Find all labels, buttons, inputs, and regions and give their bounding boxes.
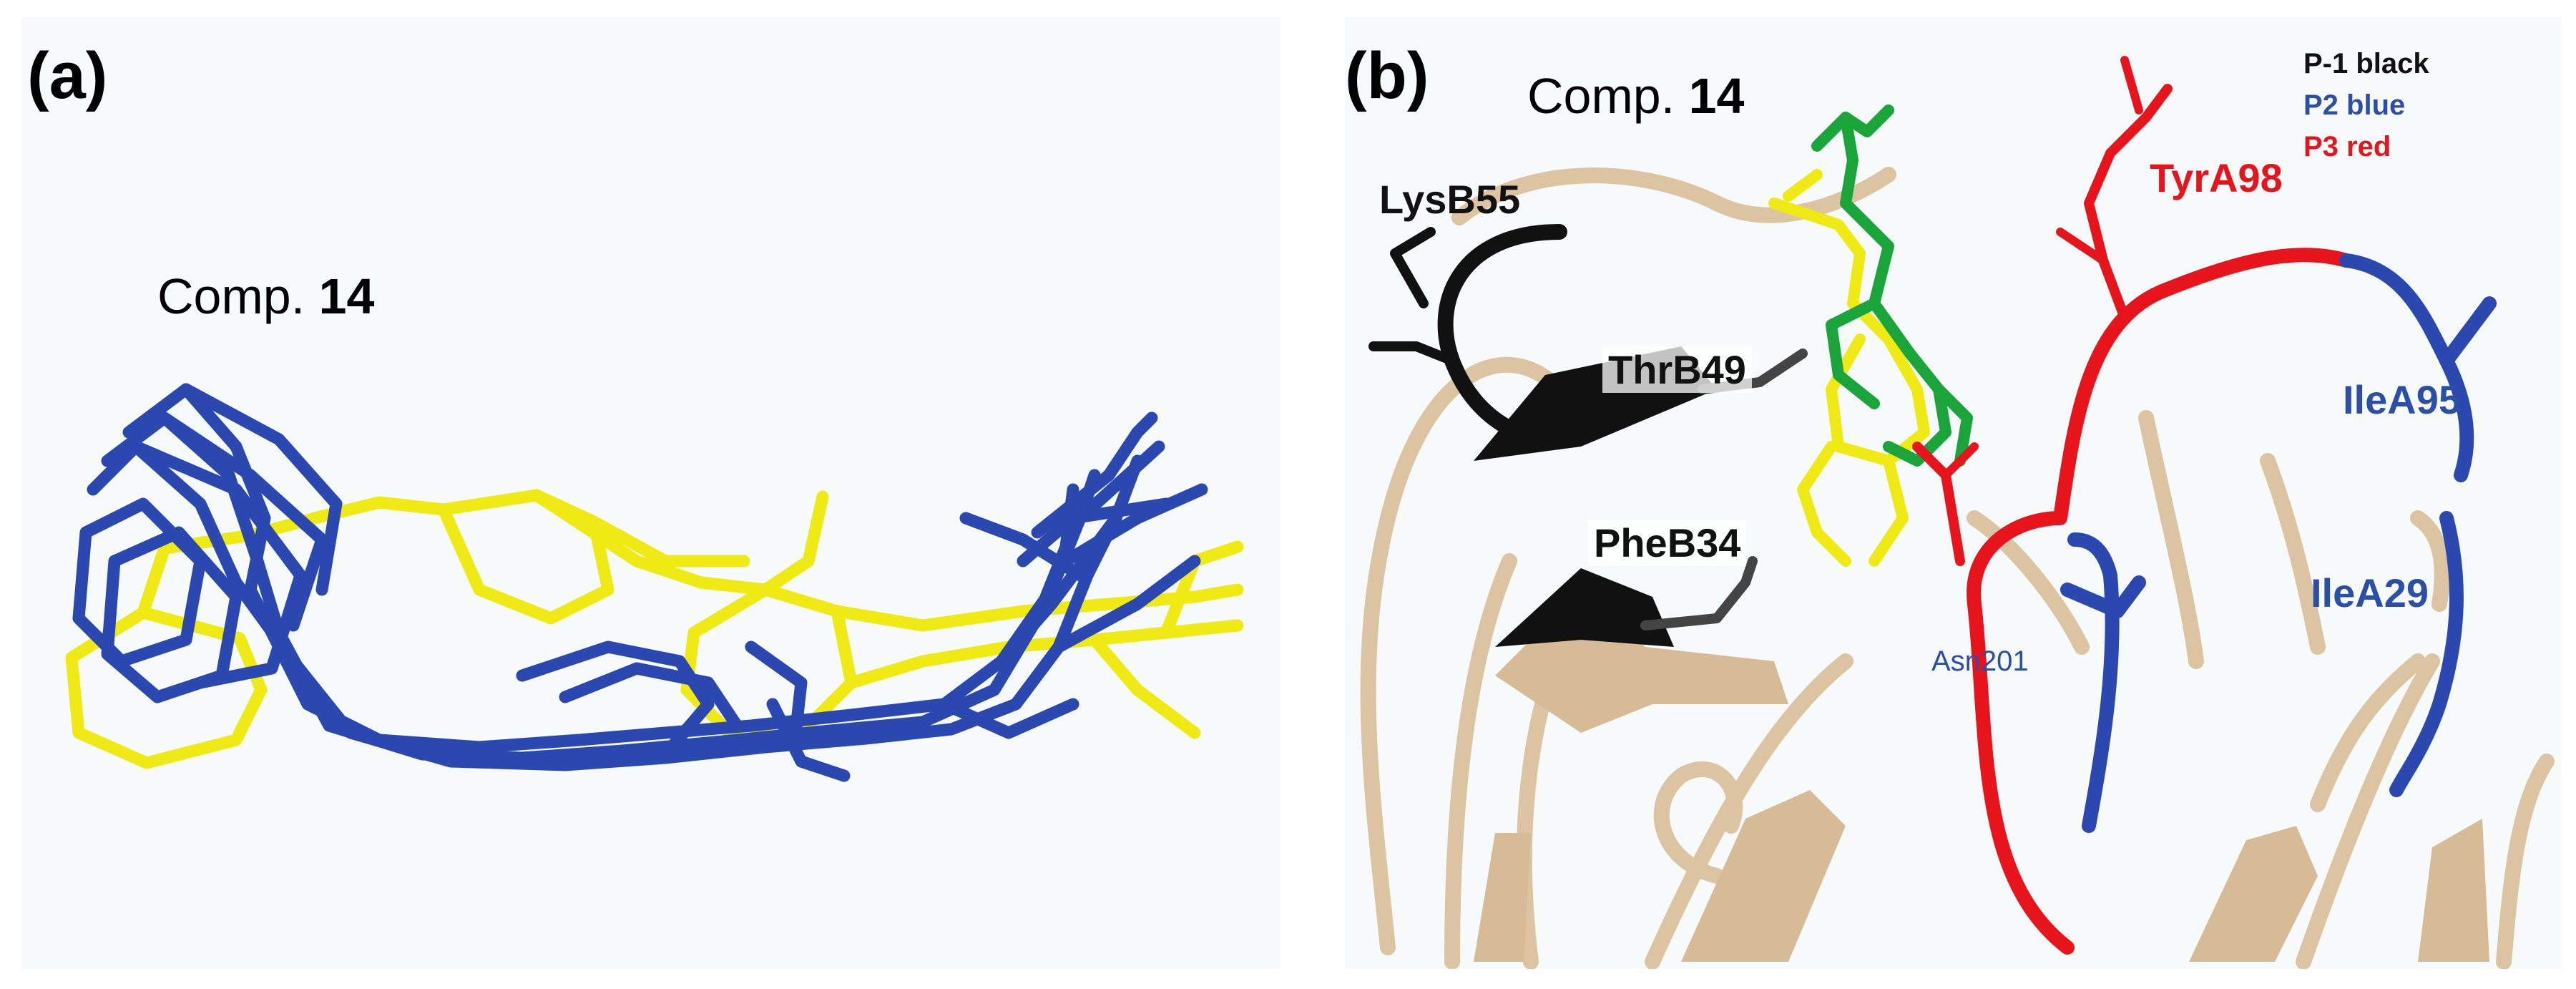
ligand-green (1811, 104, 1973, 467)
protein-ribbon-tan (1360, 167, 2555, 969)
compound-number: 14 (1688, 68, 1745, 124)
compound-prefix: Comp. (157, 268, 305, 324)
residue-label-ilea95: IleA95 (2343, 377, 2461, 422)
blue-ligand-cluster (72, 383, 1208, 782)
panel-b: (b) Comp. 14 P-1 black P2 blue P3 red Ly… (1345, 17, 2561, 969)
legend-p1: P-1 black (2303, 48, 2429, 79)
ligand-overlay-illustration (65, 383, 1244, 782)
panel-a-label: (a) (27, 39, 108, 112)
panel-b-compound-label: Comp. 14 (1527, 67, 1745, 125)
residue-label-lysb55: LysB55 (1379, 177, 1521, 222)
compound-number: 14 (318, 268, 375, 324)
panel-a: (a) Comp. 14 (21, 17, 1280, 969)
residue-label-thrb49: ThrB49 (1602, 346, 1752, 393)
panel-a-compound-label: Comp. 14 (157, 268, 375, 325)
compound-prefix: Comp. (1527, 68, 1675, 124)
legend-p2: P2 blue (2303, 89, 2406, 121)
panel-b-label: (b) (1345, 39, 1429, 112)
legend-p3: P3 red (2303, 131, 2391, 162)
residue-label-pheb34: PheB34 (1588, 520, 1747, 566)
legend: P-1 black P2 blue P3 red (2303, 43, 2429, 167)
ligand-yellow (1768, 169, 1930, 567)
protein-binding-site-illustration (1360, 56, 2555, 969)
p1-black-segment (1368, 224, 1808, 647)
residue-label-tyra98: TyrA98 (2150, 155, 2283, 200)
residue-label-asn201: Asn201 (1931, 645, 2029, 677)
yellow-ligand-pose (65, 489, 1244, 769)
p3-red-segment (1912, 56, 2354, 955)
residue-label-ilea29: IleA29 (2311, 570, 2429, 615)
p2-blue-segment (2060, 253, 2497, 833)
